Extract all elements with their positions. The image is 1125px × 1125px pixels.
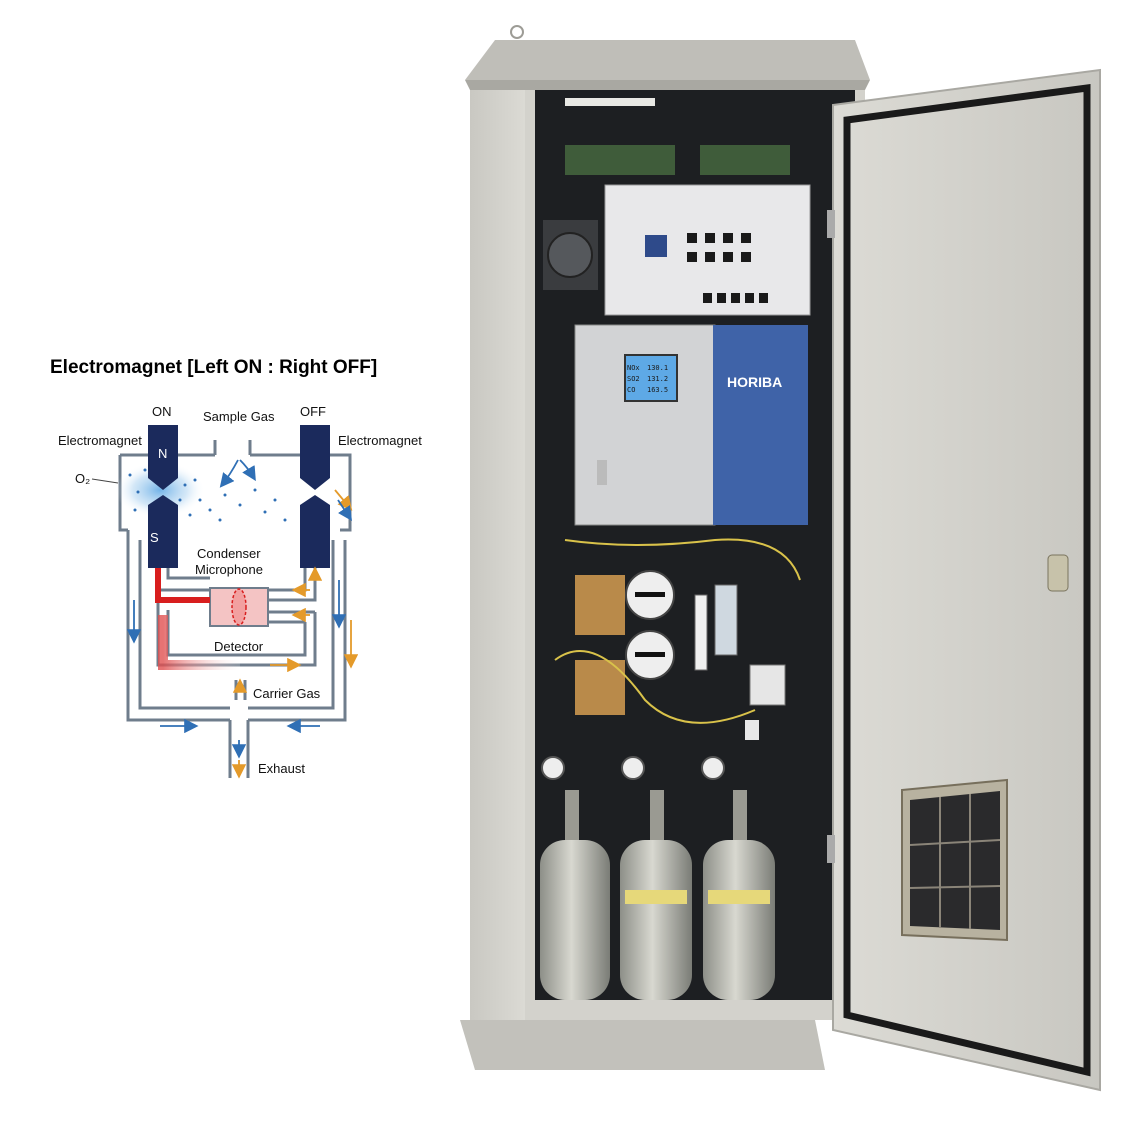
pole-n-label: N — [158, 446, 167, 461]
pole-s-label: S — [150, 530, 159, 545]
electromagnet-right-label: Electromagnet — [338, 433, 422, 448]
door-hinge-upper — [827, 210, 835, 238]
exhaust-label: Exhaust — [258, 761, 305, 776]
control-unit — [543, 145, 811, 316]
gas-cylinders — [540, 756, 775, 1000]
sample-gas-label: Sample Gas — [203, 409, 275, 424]
filter-tube — [694, 594, 708, 671]
electromagnet-left-label: Electromagnet — [58, 433, 142, 448]
analyzer-brand-panel — [713, 325, 808, 525]
on-label: ON — [152, 404, 172, 419]
carrier-gas-label: Carrier Gas — [253, 686, 321, 701]
interior-light — [565, 98, 655, 106]
pressure-gauge-2 — [621, 756, 645, 780]
analyzer-cabinet-photo: HORIBA NOx 130.1 SO2 131.2 CO 163.5 — [460, 25, 1101, 1092]
flow-sensor-unit — [714, 584, 738, 656]
electromagnet-right — [300, 425, 330, 568]
svg-text:163.5: 163.5 — [647, 386, 668, 394]
brand-logo: HORIBA — [727, 374, 782, 390]
flow-arrows — [126, 459, 359, 779]
lifting-eye — [510, 25, 524, 39]
svg-text:CO: CO — [627, 386, 635, 394]
svg-text:SO2: SO2 — [627, 375, 640, 383]
display-readings: NOx 130.1 SO2 131.2 CO 163.5 — [627, 364, 668, 394]
power-outlet — [745, 720, 759, 740]
analyzer-display — [624, 354, 678, 402]
condenser-label-2: Microphone — [195, 562, 263, 577]
svg-text:131.2: 131.2 — [647, 375, 668, 383]
valve-block-lower — [575, 660, 625, 715]
door-vent-filter — [901, 778, 1008, 942]
off-label: OFF — [300, 404, 326, 419]
circuit-board-right — [700, 145, 790, 175]
door-hinge-lower — [827, 835, 835, 863]
gas-cylinder-3 — [701, 756, 775, 1000]
hot-path-lower — [158, 615, 240, 670]
circuit-board-left — [565, 145, 675, 175]
condenser-microphone-membrane — [231, 588, 247, 626]
gas-cylinder-2 — [620, 756, 692, 1000]
detector-label: Detector — [214, 639, 264, 654]
o2-leader-line — [91, 478, 119, 484]
o2-label: O₂ — [75, 471, 90, 486]
pressure-gauge-1 — [541, 756, 565, 780]
svg-text:NOx: NOx — [627, 364, 640, 372]
gas-cylinder-1 — [540, 756, 610, 1000]
sampling-section — [554, 538, 801, 740]
gas-analyzer-unit: HORIBA NOx 130.1 SO2 131.2 CO 163.5 — [574, 324, 808, 526]
door-handle[interactable] — [1047, 554, 1069, 592]
svg-text:130.1: 130.1 — [647, 364, 668, 372]
gas-analyzer-schematic: Electromagnet [Left ON : Right OFF] ON O… — [50, 357, 422, 779]
valve-block-upper — [575, 575, 625, 635]
drain-pot — [749, 664, 786, 706]
diagram-title: Electromagnet [Left ON : Right OFF] — [50, 357, 377, 378]
cabinet-door — [827, 68, 1101, 1092]
analyzer-indicator — [597, 460, 607, 485]
electromagnet-left: N S — [148, 425, 178, 568]
condenser-label-1: Condenser — [197, 546, 261, 561]
door-gasket — [843, 84, 1091, 1077]
pressure-gauge-3 — [701, 756, 725, 780]
cooling-fan — [547, 232, 593, 278]
o2-cloud — [115, 462, 205, 518]
